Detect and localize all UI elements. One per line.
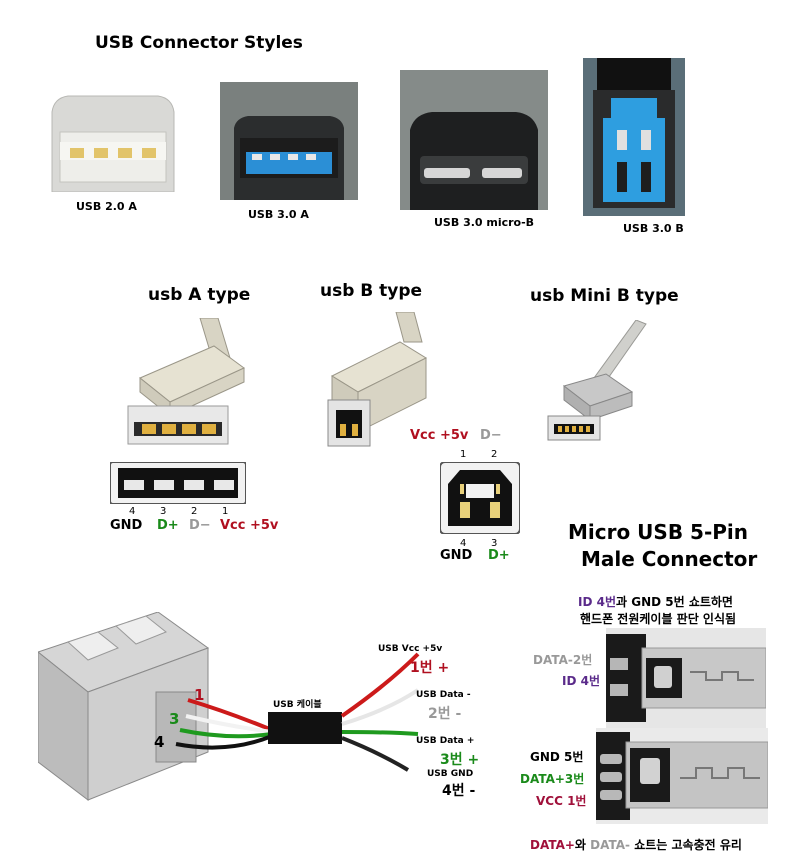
caption-usb-3-0-micro-b: USB 3.0 micro-B [434,216,535,229]
usb-a-plug-illustration [118,318,248,450]
cable-label: USB 케이블 [273,700,322,710]
cable-dplus-label: USB Data + [416,736,475,746]
usb-cable-photo [268,634,432,774]
micro-bottom-data-plus: DATA+3번 [520,772,585,786]
heading-usb-mini-b-type: usb Mini B type [530,286,679,306]
usb-2-0-a-photo [42,92,184,192]
heading-usb-a-type: usb A type [148,285,251,305]
micro-usb-note-line1: ID 4번과 GND 5번 쇼트하면 [578,593,733,610]
a-pin-number-2: 2 [191,506,198,517]
a-pin-dminus-label: D− [189,518,211,533]
b-pin-number-3: 3 [491,538,498,549]
footer-dplus: DATA+ [530,838,575,852]
micro-footer: DATA+와 DATA- 쇼트는 고속충전 유리 [530,836,742,853]
cable-vcc-number: 1번 + [410,660,450,676]
cable-dminus-label: USB Data - [416,690,471,700]
b-pin-number-1: 1 [460,449,467,460]
footer-dminus: DATA- [590,838,630,852]
b-pin-number-2: 2 [491,449,498,460]
micro-usb-bottom-photo [596,728,768,824]
cable-gnd-label: USB GND [427,769,474,779]
usb-a-receptacle [110,462,246,504]
usb-3-0-micro-b-photo [400,70,548,210]
usb-mini-b-plug-illustration [544,320,654,444]
micro-top-id4: ID 4번 [562,674,600,688]
micro-usb-top-photo [606,628,766,728]
page-title: USB Connector Styles [95,33,303,53]
cable-dminus-number: 2번 - [428,706,462,722]
micro-bottom-gnd5: GND 5번 [530,750,584,764]
note-id-4: ID 4번 [578,595,616,609]
caption-usb-2-0-a: USB 2.0 A [76,200,137,213]
footer-rest: 쇼트는 고속충전 유리 [634,838,742,852]
a-pin-gnd-label: GND [110,518,143,533]
heading-usb-b-type: usb B type [320,281,423,301]
b-pin-dminus-label: D− [480,428,502,443]
micro-usb-title-line2: Male Connector [581,547,758,571]
usb-3-0-a-photo [220,82,358,200]
a-pin-number-3: 3 [160,506,167,517]
micro-top-data-minus: DATA-2번 [533,653,593,667]
a-pin-number-1: 1 [222,506,229,517]
plug-wire-number-1: 1 [194,686,205,704]
usb-b-plug-illustration [318,312,430,452]
micro-usb-note-line2: 핸드폰 전원케이블 판단 인식됨 [580,612,737,626]
a-pin-dplus-label: D+ [157,518,179,533]
cable-gnd-number: 4번 - [442,783,476,799]
usb-3-0-b-photo [583,58,685,216]
b-pin-vcc-label: Vcc +5v [410,428,469,443]
plug-wire-number-3: 3 [169,710,180,728]
cable-vcc-label: USB Vcc +5v [378,644,443,654]
caption-usb-3-0-b: USB 3.0 B [623,222,684,235]
a-pin-number-4: 4 [129,506,136,517]
b-pin-gnd-label: GND [440,548,473,563]
caption-usb-3-0-a: USB 3.0 A [248,208,309,221]
b-pin-number-4: 4 [460,538,467,549]
usb-a-plug-wiring-photo [38,612,272,818]
micro-usb-title-line1: Micro USB 5-Pin [568,520,748,544]
plug-wire-number-4: 4 [154,733,165,751]
usb-b-receptacle [440,462,520,534]
cable-dplus-number: 3번 + [440,752,480,768]
micro-bottom-vcc1: VCC 1번 [536,794,587,808]
footer-wa: 와 [574,838,586,852]
note-rest: 과 GND 5번 쇼트하면 [616,595,733,609]
b-pin-dplus-label: D+ [488,548,510,563]
a-pin-vcc-label: Vcc +5v [220,518,279,533]
